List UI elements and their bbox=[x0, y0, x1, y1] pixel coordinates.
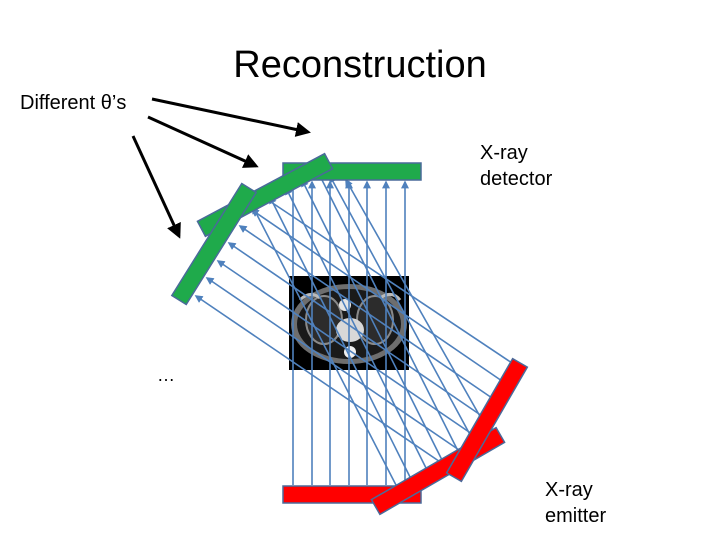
tilted-ray bbox=[252, 205, 398, 488]
xray-detector-label: X-ray detector bbox=[480, 140, 552, 192]
tilted-ray bbox=[260, 195, 513, 364]
slide-title: Reconstruction bbox=[233, 44, 487, 86]
tilted-ray bbox=[205, 277, 463, 453]
tilted-rays-60 bbox=[194, 195, 513, 471]
theta-arrow bbox=[131, 135, 181, 239]
tilted-ray bbox=[227, 242, 483, 417]
xray-detector-label-line1: X-ray bbox=[480, 142, 528, 164]
tilted-ray bbox=[329, 174, 475, 443]
xray-detector-label-line2: detector bbox=[480, 168, 553, 190]
tilted-ray bbox=[269, 195, 411, 478]
detector-bars bbox=[170, 152, 422, 306]
detector-bar-steep bbox=[170, 182, 258, 306]
tilted-ray bbox=[238, 225, 493, 399]
theta-pointer-arrows bbox=[131, 97, 311, 239]
tilted-ray bbox=[345, 178, 491, 435]
emitter-bar-steep bbox=[445, 357, 529, 483]
tilted-ray bbox=[317, 170, 459, 452]
vertical-rays bbox=[289, 180, 409, 485]
xray-emitter-label: X-ray emitter bbox=[545, 477, 606, 529]
tilted-ray bbox=[285, 186, 427, 469]
xray-emitter-label-line1: X-ray bbox=[545, 479, 593, 501]
theta-arrow bbox=[151, 97, 311, 137]
tilted-ray bbox=[250, 209, 503, 382]
tilted-ray bbox=[216, 260, 473, 435]
tilted-ray bbox=[301, 178, 443, 461]
tilted-ray bbox=[194, 295, 453, 471]
emitter-bars bbox=[282, 357, 529, 516]
theta-arrow bbox=[147, 115, 259, 168]
different-thetas-label: Different θ’s bbox=[20, 92, 127, 114]
tilted-rays-30 bbox=[252, 170, 491, 488]
ellipsis-label: … bbox=[157, 365, 175, 385]
xray-emitter-label-line2: emitter bbox=[545, 505, 607, 527]
